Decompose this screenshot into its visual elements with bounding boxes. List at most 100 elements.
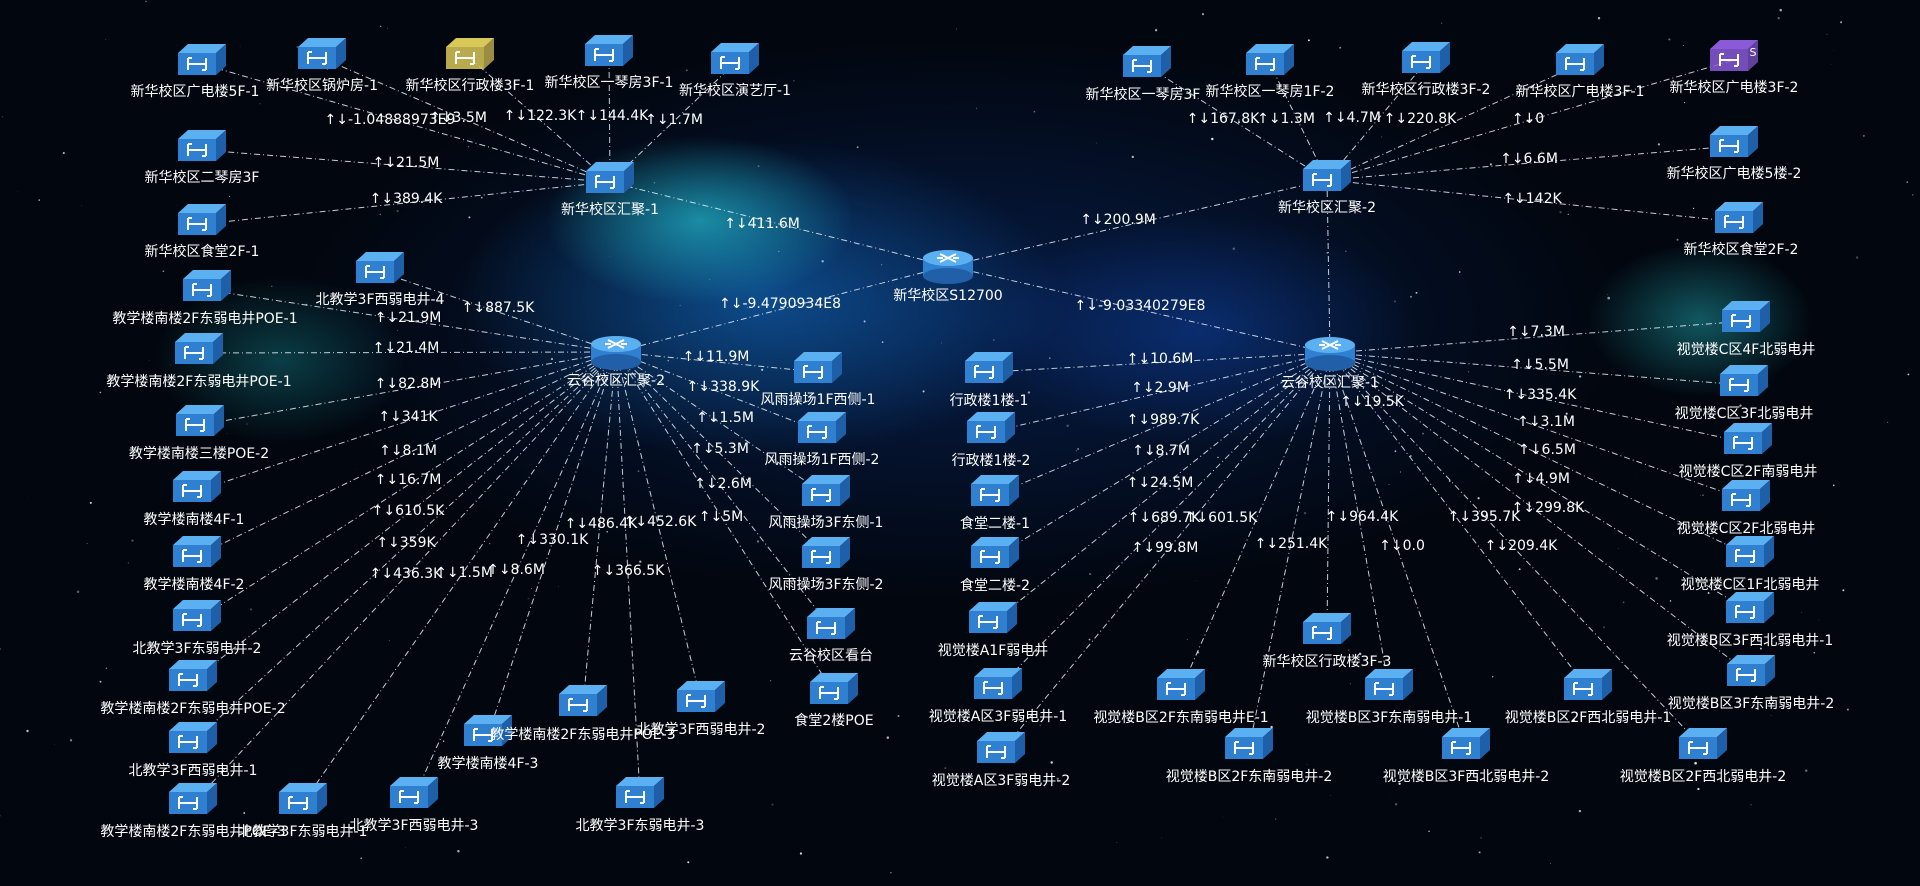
device-node-d6[interactable]: 视觉楼A区3F弱电井-1 <box>929 668 1068 725</box>
device-node-d19[interactable]: 视觉楼C区2F南弱电井 <box>1679 423 1818 480</box>
link-r3-c22[interactable] <box>615 351 835 694</box>
link-r0-r4[interactable] <box>947 265 1331 354</box>
link-r0-r3[interactable] <box>615 265 949 353</box>
link-r1-a7[interactable] <box>201 181 611 225</box>
device-node-r4[interactable]: 云谷校区汇聚-1 <box>1281 337 1379 391</box>
link-r3-c9[interactable] <box>192 351 617 743</box>
link-r4-d6[interactable] <box>997 352 1331 689</box>
link-r4-d20[interactable] <box>1329 352 1745 386</box>
link-r3-c2[interactable] <box>206 289 617 353</box>
link-r4-d3[interactable] <box>994 352 1331 496</box>
device-node-b1[interactable]: 新华校区一琴房3F <box>1086 46 1201 103</box>
link-r4-d16[interactable] <box>1329 352 1751 613</box>
link-r2-b5[interactable] <box>1326 59 1735 181</box>
device-node-r1[interactable]: 新华校区汇聚-1 <box>561 162 659 218</box>
device-node-r2[interactable]: 新华校区汇聚-2 <box>1278 160 1376 216</box>
device-node-d15[interactable]: 视觉楼B区3F东南弱电井-2 <box>1668 655 1835 712</box>
device-node-a3[interactable]: 新华校区行政楼3F-1 <box>406 38 535 94</box>
link-r3-c4[interactable] <box>199 351 617 426</box>
device-node-c12[interactable]: 北教学3F西弱电井-3 <box>350 777 479 834</box>
link-r0-r1[interactable] <box>609 181 949 267</box>
device-node-a7[interactable]: 新华校区食堂2F-1 <box>145 204 260 260</box>
device-node-b6[interactable]: 新华校区广电楼5楼-2 <box>1667 126 1802 182</box>
link-r3-c15[interactable] <box>615 351 702 702</box>
device-node-c18[interactable]: 风雨操场1F西侧-2 <box>765 412 880 468</box>
device-node-a5[interactable]: 新华校区演艺厅-1 <box>679 43 791 99</box>
device-node-c6[interactable]: 教学楼南楼4F-2 <box>144 536 245 593</box>
link-r2-b7[interactable] <box>1326 179 1740 223</box>
device-node-c8[interactable]: 教学楼南楼2F东弱电井POE-2 <box>100 660 286 717</box>
device-node-d11[interactable]: 视觉楼B区3F东南弱电井-1 <box>1306 669 1473 726</box>
link-r1-a3[interactable] <box>469 57 611 183</box>
link-r1-a1[interactable] <box>201 63 611 183</box>
link-r2-b1[interactable] <box>1146 65 1328 181</box>
link-r4-d19[interactable] <box>1329 352 1749 444</box>
link-r4-d9[interactable] <box>1248 352 1331 749</box>
device-node-b4[interactable]: 新华校区广电楼3F-1 <box>1516 44 1645 100</box>
link-r2-b4[interactable] <box>1326 63 1581 181</box>
link-r3-c12[interactable] <box>413 351 617 798</box>
link-r3-c13[interactable] <box>487 351 617 736</box>
link-r4-d10[interactable] <box>1326 352 1331 634</box>
device-node-d8[interactable]: 视觉楼B区2F东南弱电井E-1 <box>1093 669 1269 726</box>
link-r4-d13[interactable] <box>1329 352 1589 690</box>
device-node-c17[interactable]: 风雨操场1F西侧-1 <box>761 352 876 408</box>
device-node-c21[interactable]: 云谷校区看台 <box>789 608 873 664</box>
device-node-c2[interactable]: 教学楼南楼2F东弱电井POE-1 <box>112 270 298 327</box>
device-node-c14[interactable]: 教学楼南楼2F东弱电井POE-3 <box>490 685 676 743</box>
link-r1-a6[interactable] <box>201 149 611 183</box>
device-node-d13[interactable]: 视觉楼B区2F西北弱电井-1 <box>1505 669 1672 726</box>
device-node-c13[interactable]: 教学楼南楼4F-3 <box>438 715 539 772</box>
device-node-d17[interactable]: 视觉楼C区1F北弱电井 <box>1681 536 1820 593</box>
link-r3-c21[interactable] <box>615 351 832 629</box>
link-r3-c5[interactable] <box>196 351 617 492</box>
link-r4-d7[interactable] <box>1000 352 1331 753</box>
device-node-d9[interactable]: 视觉楼B区2F东南弱电井-2 <box>1166 728 1333 785</box>
device-node-d7[interactable]: 视觉楼A区3F弱电井-2 <box>932 732 1071 789</box>
device-node-r3[interactable]: 云谷校区汇聚-2 <box>567 336 665 389</box>
device-node-c5[interactable]: 教学楼南楼4F-1 <box>144 471 245 528</box>
link-r3-c8[interactable] <box>192 351 617 681</box>
link-r3-c16[interactable] <box>615 351 641 798</box>
device-node-d1[interactable]: 行政楼1楼-1 <box>950 352 1029 409</box>
device-node-c16[interactable]: 北教学3F东弱电井-3 <box>576 777 705 834</box>
device-node-a1[interactable]: 新华校区广电楼5F-1 <box>131 44 260 100</box>
link-r4-r2[interactable] <box>1326 179 1331 354</box>
link-r2-b2[interactable] <box>1269 63 1328 181</box>
device-node-c10[interactable]: 教学楼南楼2F东弱电井POE-3 <box>100 783 286 840</box>
link-r4-d15[interactable] <box>1329 352 1752 676</box>
device-node-d3[interactable]: 食堂二楼-1 <box>960 475 1030 532</box>
device-node-d2[interactable]: 行政楼1楼-2 <box>952 412 1031 469</box>
link-r4-d11[interactable] <box>1329 352 1390 690</box>
device-node-a6[interactable]: 新华校区二琴房3F <box>145 130 260 186</box>
link-r3-c11[interactable] <box>302 351 617 804</box>
link-r4-d18[interactable] <box>1329 352 1747 501</box>
link-r3-c3[interactable] <box>198 351 617 354</box>
device-node-r0[interactable]: 新华校区S12700 <box>893 250 1003 304</box>
device-node-c1[interactable]: 北教学3F西弱电井-4 <box>316 252 445 308</box>
device-node-d21[interactable]: 视觉楼C区4F北弱电井 <box>1677 301 1816 358</box>
device-node-c20[interactable]: 风雨操场3F东侧-2 <box>769 537 884 593</box>
device-node-c4[interactable]: 教学楼南楼三楼POE-2 <box>129 405 269 462</box>
device-node-c7[interactable]: 北教学3F东弱电井-2 <box>133 600 262 657</box>
device-node-d10[interactable]: 新华校区行政楼3F-3 <box>1263 613 1392 670</box>
link-r3-c7[interactable] <box>196 351 617 621</box>
link-r3-c17[interactable] <box>615 351 819 373</box>
device-node-d18[interactable]: 视觉楼C区2F北弱电井 <box>1677 480 1816 537</box>
device-node-d16[interactable]: 视觉楼B区3F西北弱电井-1 <box>1667 592 1834 649</box>
device-node-d20[interactable]: 视觉楼C区3F北弱电井 <box>1675 365 1814 422</box>
device-node-c9[interactable]: 北教学3F西弱电井-1 <box>129 722 258 779</box>
link-r4-d4[interactable] <box>994 352 1331 558</box>
link-r3-c19[interactable] <box>615 351 827 496</box>
device-node-d14[interactable]: 视觉楼B区2F西北弱电井-2 <box>1620 728 1787 785</box>
link-r4-d12[interactable] <box>1329 352 1467 749</box>
device-node-b7[interactable]: 新华校区食堂2F-2 <box>1684 202 1799 258</box>
link-r3-c20[interactable] <box>615 351 827 558</box>
device-node-a4[interactable]: 新华校区一琴房3F-1 <box>545 35 674 91</box>
link-r3-c1[interactable] <box>379 271 617 353</box>
device-node-a2[interactable]: 新华校区锅炉房-1 <box>266 38 378 94</box>
device-node-d5[interactable]: 视觉楼A1F弱电井 <box>938 602 1049 659</box>
link-r4-d21[interactable] <box>1329 320 1747 354</box>
device-node-c19[interactable]: 风雨操场3F东侧-1 <box>769 475 884 531</box>
